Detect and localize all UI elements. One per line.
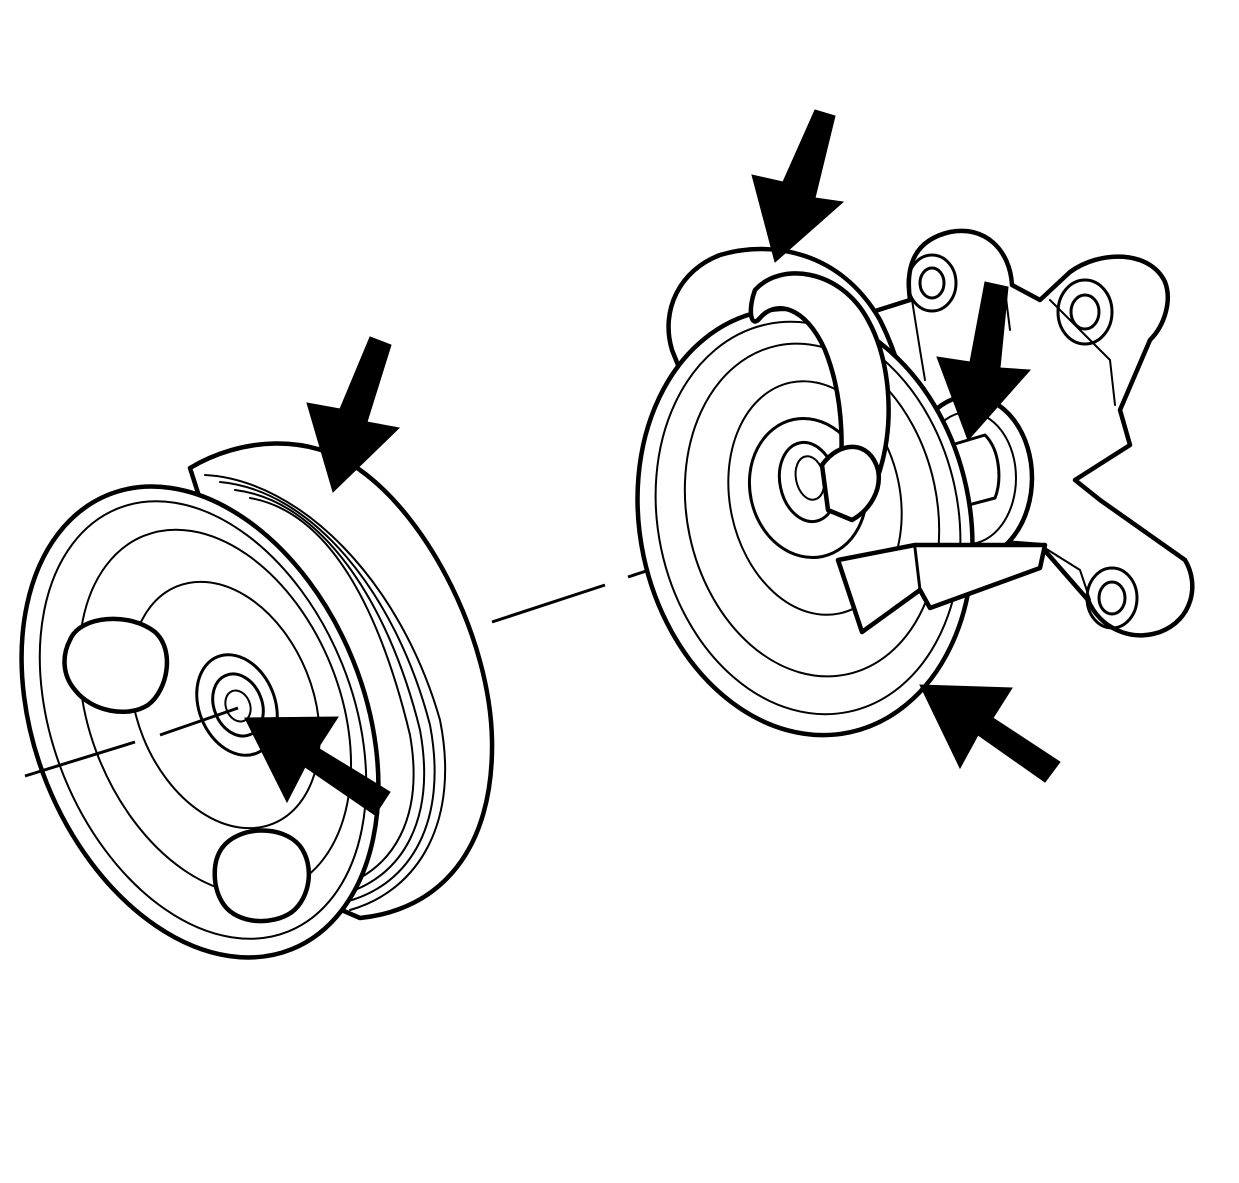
bracket-hole-lower-right bbox=[1097, 580, 1127, 616]
bracket-boss-upper-left bbox=[906, 253, 958, 313]
left-pulley-lug-upper bbox=[62, 616, 170, 714]
tensioner-bracket bbox=[869, 228, 1195, 638]
left-pulley-groove-4 bbox=[249, 497, 415, 889]
pointer-arrows bbox=[244, 109, 1061, 816]
left-pulley-front-rim-inner bbox=[38, 500, 368, 940]
pointer-arrow-icon bbox=[244, 716, 391, 816]
axis-segment-3 bbox=[491, 583, 606, 624]
pointer-arrow-icon bbox=[751, 109, 845, 263]
bracket-boss-upper-right bbox=[1056, 278, 1114, 346]
bracket-rib-4 bbox=[1039, 544, 1091, 601]
bracket-boss-lower-right bbox=[1085, 566, 1139, 630]
left-pulley-grooves bbox=[204, 474, 447, 911]
pointer-arrow-icon bbox=[936, 281, 1032, 441]
pointer-arrow-icon bbox=[919, 684, 1061, 783]
axis-segment-1 bbox=[24, 740, 136, 778]
left-pulley-face-ring-2 bbox=[129, 580, 321, 830]
left-pulley-groove-2 bbox=[219, 481, 436, 903]
idler-pulley-front-rim-inner bbox=[654, 320, 962, 716]
pointer-arrow-icon bbox=[306, 336, 401, 493]
axis-segment-2 bbox=[159, 706, 239, 737]
tensioner-arm-neck bbox=[819, 444, 882, 523]
left-pulley-groove-3 bbox=[234, 489, 425, 896]
left-pulley-hub bbox=[211, 672, 265, 738]
right-assembly bbox=[635, 228, 1195, 738]
bracket-rib-3 bbox=[1049, 299, 1116, 406]
tensioner-indicator-tab bbox=[835, 542, 1048, 635]
bracket-rib-1 bbox=[911, 299, 926, 381]
bracket-hole-upper-right bbox=[1069, 293, 1101, 331]
idler-pulley-face-ring-1 bbox=[683, 342, 941, 678]
idler-pulley-face-ring-2 bbox=[727, 380, 903, 616]
bracket-hole-upper-left bbox=[918, 266, 946, 300]
left-pulley-lug-lower bbox=[212, 828, 312, 924]
left-pulley bbox=[19, 441, 495, 960]
indicator-tab-edge bbox=[913, 546, 922, 592]
